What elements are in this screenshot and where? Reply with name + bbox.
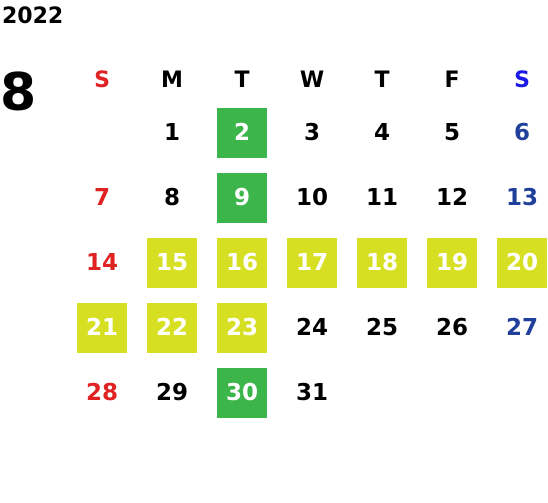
year-label: 2022 [2, 4, 64, 29]
day-cell[interactable]: 5 [417, 100, 487, 165]
day-cell[interactable]: 7 [67, 165, 137, 230]
day-cell[interactable]: 8 [137, 165, 207, 230]
day-number: 7 [93, 184, 110, 211]
weekday-friday: F [444, 67, 460, 93]
day-number: 5 [443, 119, 460, 146]
day-cell[interactable]: 24 [277, 295, 347, 360]
day-number [357, 368, 407, 418]
day-cell[interactable]: 22 [137, 295, 207, 360]
empty-day-cell [347, 360, 417, 425]
day-cell[interactable]: 23 [207, 295, 277, 360]
day-cell[interactable]: 27 [487, 295, 548, 360]
day-cell[interactable]: 28 [67, 360, 137, 425]
highlighted-day-number: 2 [217, 107, 267, 158]
day-number: 13 [505, 184, 538, 211]
weekday-thursday: T [374, 67, 390, 93]
day-number: 31 [295, 379, 328, 406]
day-number [497, 368, 547, 418]
day-cell[interactable]: 29 [137, 360, 207, 425]
day-number [427, 368, 477, 418]
day-number: 24 [295, 314, 328, 341]
day-cell[interactable]: 2 [207, 100, 277, 165]
weekday-sunday: S [94, 67, 110, 93]
day-cell[interactable]: 19 [417, 230, 487, 295]
day-number: 10 [295, 184, 328, 211]
day-number: 6 [513, 119, 530, 146]
day-number: 29 [155, 379, 188, 406]
day-number: 4 [373, 119, 390, 146]
day-number [77, 108, 127, 158]
day-cell[interactable]: 31 [277, 360, 347, 425]
weekday-monday: M [161, 67, 183, 93]
day-number: 12 [435, 184, 468, 211]
day-cell[interactable]: 21 [67, 295, 137, 360]
weekday-saturday: S [514, 67, 530, 93]
day-cell[interactable]: 10 [277, 165, 347, 230]
day-number: 3 [303, 119, 320, 146]
day-cell[interactable]: 15 [137, 230, 207, 295]
highlighted-day-number: 9 [217, 172, 267, 223]
empty-day-cell [417, 360, 487, 425]
empty-day-cell [67, 100, 137, 165]
highlighted-day-number: 19 [427, 237, 477, 288]
day-number: 8 [163, 184, 180, 211]
day-cell[interactable]: 11 [347, 165, 417, 230]
day-number: 27 [505, 314, 538, 341]
day-cell[interactable]: 6 [487, 100, 548, 165]
highlighted-day-number: 15 [147, 237, 197, 288]
day-number: 26 [435, 314, 468, 341]
day-number: 25 [365, 314, 398, 341]
highlighted-day-number: 17 [287, 237, 337, 288]
highlighted-day-number: 16 [217, 237, 267, 288]
day-cell[interactable]: 26 [417, 295, 487, 360]
empty-day-cell [487, 360, 548, 425]
day-cell[interactable]: 20 [487, 230, 548, 295]
highlighted-day-number: 18 [357, 237, 407, 288]
day-number: 11 [365, 184, 398, 211]
day-cell[interactable]: 9 [207, 165, 277, 230]
highlighted-day-number: 30 [217, 367, 267, 418]
day-cell[interactable]: 3 [277, 100, 347, 165]
weekday-tuesday: T [234, 67, 250, 93]
day-cell[interactable]: 12 [417, 165, 487, 230]
highlighted-day-number: 22 [147, 302, 197, 353]
day-cell[interactable]: 16 [207, 230, 277, 295]
highlighted-day-number: 23 [217, 302, 267, 353]
weekday-wednesday: W [299, 67, 325, 93]
day-cell[interactable]: 18 [347, 230, 417, 295]
day-cell[interactable]: 30 [207, 360, 277, 425]
day-cell[interactable]: 14 [67, 230, 137, 295]
day-cell[interactable]: 1 [137, 100, 207, 165]
day-cell[interactable]: 4 [347, 100, 417, 165]
day-cell[interactable]: 25 [347, 295, 417, 360]
day-cell[interactable]: 13 [487, 165, 548, 230]
day-number: 28 [85, 379, 118, 406]
day-number: 1 [163, 119, 180, 146]
day-number: 14 [85, 249, 118, 276]
day-cell[interactable]: 17 [277, 230, 347, 295]
month-label: 8 [0, 63, 37, 123]
highlighted-day-number: 20 [497, 237, 547, 288]
highlighted-day-number: 21 [77, 302, 127, 353]
